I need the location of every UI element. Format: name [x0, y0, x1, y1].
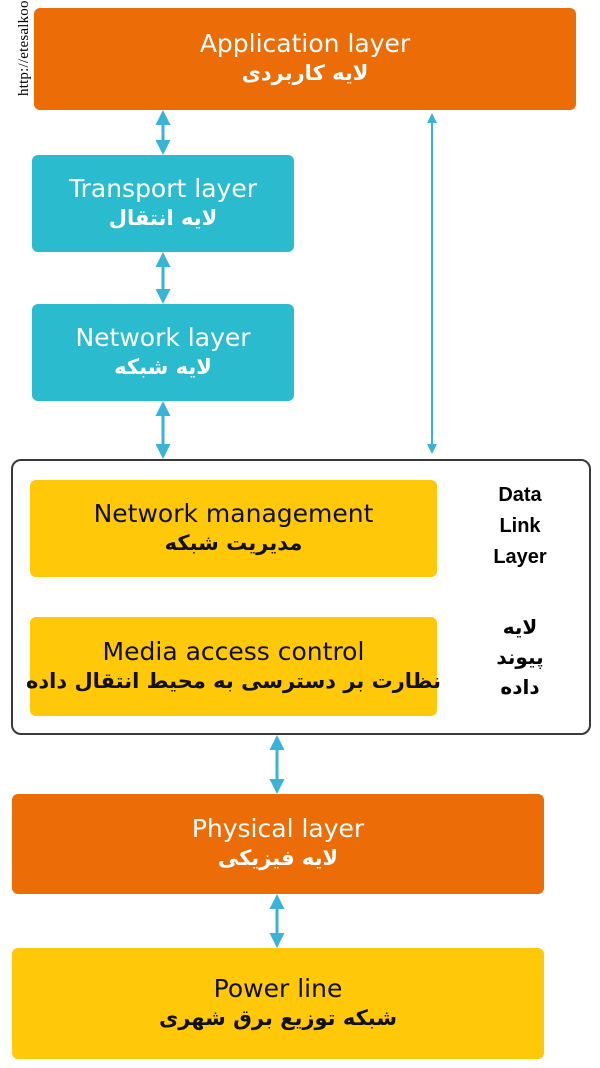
data-link-title-line: Layer: [493, 546, 547, 568]
data-link-layer-title: Data Link Layer: [460, 480, 580, 573]
physical-layer-box: Physical layer لایه فیزیکی: [12, 794, 544, 894]
data-link-layer-title-fa: لایه پیوند داده: [460, 612, 580, 702]
network-layer-label: Network layer: [75, 322, 251, 352]
power-line-label: Power line: [213, 973, 343, 1003]
data-link-title-line: Link: [499, 515, 541, 537]
data-link-title-line: Data: [498, 484, 542, 506]
application-layer-label-fa: لایه کاربردی: [241, 61, 369, 86]
media-access-control-box: Media access control نظارت بر دسترسی به …: [26, 617, 441, 716]
data-link-fa-line: لایه: [502, 615, 538, 639]
media-access-control-label: Media access control: [102, 636, 365, 666]
transport-layer-box: Transport layer لایه انتقال: [32, 155, 294, 252]
power-line-label-fa: شبکه توزیع برق شهری: [158, 1005, 398, 1030]
application-layer-label: Application layer: [199, 29, 411, 59]
application-layer-box: Application layer لایه کاربردی: [34, 8, 576, 110]
network-management-label: Network management: [93, 498, 374, 528]
physical-layer-label-fa: لایه فیزیکی: [217, 846, 339, 871]
data-link-fa-line: داده: [500, 675, 540, 699]
network-layer-box: Network layer لایه شبکه: [32, 304, 294, 401]
data-link-fa-line: پیوند: [496, 645, 544, 669]
network-management-box: Network management مدیریت شبکه: [30, 480, 437, 577]
transport-layer-label-fa: لایه انتقال: [108, 205, 218, 230]
network-layer-label-fa: لایه شبکه: [114, 354, 212, 379]
network-management-label-fa: مدیریت شبکه: [164, 530, 303, 555]
power-line-box: Power line شبکه توزیع برق شهری: [12, 948, 544, 1059]
physical-layer-label: Physical layer: [191, 814, 365, 844]
transport-layer-label: Transport layer: [69, 173, 257, 203]
media-access-control-label-fa: نظارت بر دسترسی به محیط انتقال داده: [25, 668, 442, 693]
